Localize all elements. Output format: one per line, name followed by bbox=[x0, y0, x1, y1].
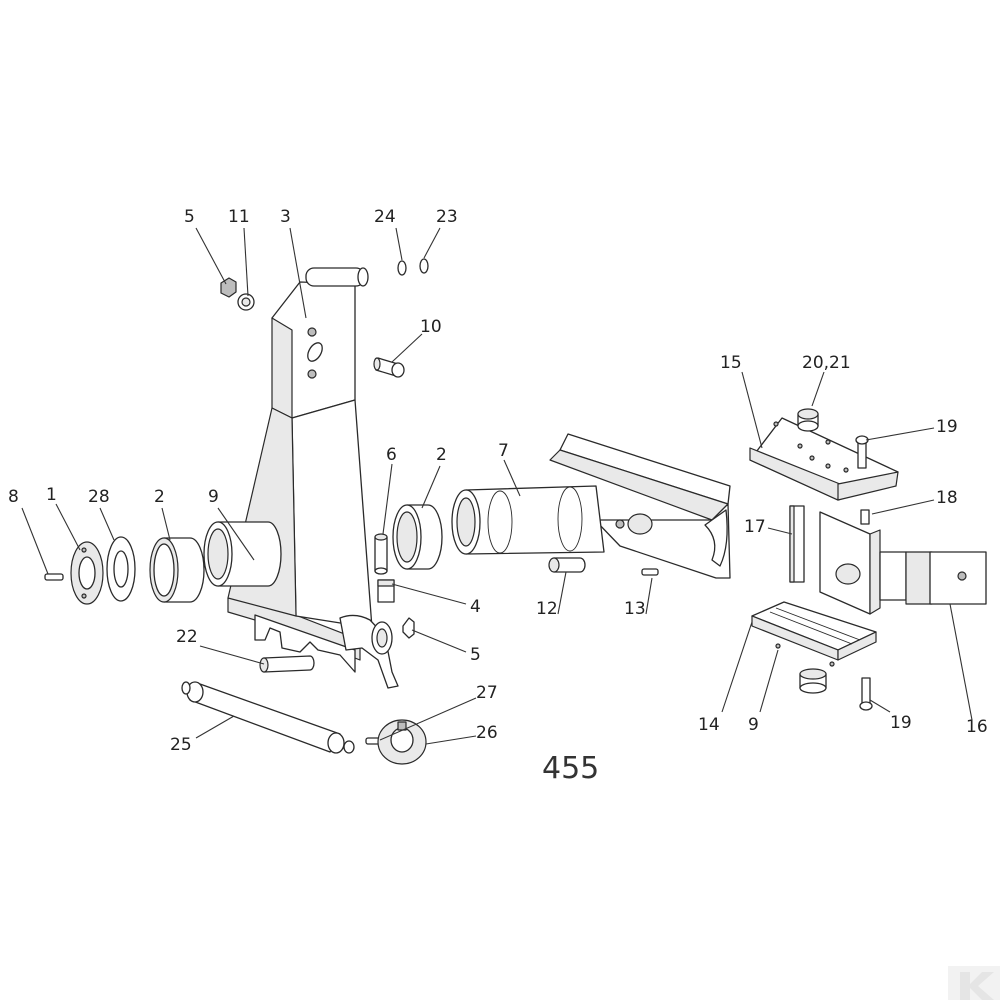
callout-22: 22 bbox=[176, 627, 198, 647]
callout-5-top: 5 bbox=[184, 207, 195, 227]
part-5-nut-lower bbox=[402, 617, 415, 639]
part-11-washer bbox=[237, 293, 255, 311]
part-9-tube-stub bbox=[203, 521, 282, 587]
figure-number: 455 bbox=[542, 751, 599, 786]
part-8-bolt bbox=[44, 573, 64, 581]
callout-13: 13 bbox=[624, 599, 646, 619]
callout-labels: 5 11 3 24 23 10 15 20,21 19 6 2 7 18 17 … bbox=[8, 207, 988, 755]
part-25-shaft bbox=[181, 681, 355, 754]
part-7-swivel-arm bbox=[451, 433, 731, 579]
callout-6: 6 bbox=[386, 445, 397, 465]
callout-5-lower: 5 bbox=[470, 645, 481, 665]
callout-24: 24 bbox=[374, 207, 396, 227]
part-16-clamp-body bbox=[819, 511, 987, 615]
callout-10: 10 bbox=[420, 317, 442, 337]
callout-11: 11 bbox=[228, 207, 250, 227]
callout-14: 14 bbox=[698, 715, 720, 735]
part-2-bushing-left bbox=[149, 537, 205, 603]
callout-23: 23 bbox=[436, 207, 458, 227]
callout-15: 15 bbox=[720, 353, 742, 373]
callout-9-left: 9 bbox=[208, 487, 219, 507]
part-19-bolt-top bbox=[855, 435, 869, 469]
part-6-sleeve bbox=[374, 533, 388, 575]
part-23-o-ring bbox=[419, 258, 429, 274]
part-26-collar bbox=[377, 719, 427, 765]
k-logo-watermark bbox=[948, 966, 1000, 1000]
part-13-screw bbox=[641, 568, 659, 576]
callout-27: 27 bbox=[476, 683, 498, 703]
part-12-pin bbox=[548, 557, 586, 573]
callout-9-right: 9 bbox=[748, 715, 759, 735]
part-9-bushing-right bbox=[799, 668, 827, 694]
callout-2-left: 2 bbox=[154, 487, 165, 507]
callout-1: 1 bbox=[46, 485, 57, 505]
part-1-flange bbox=[70, 541, 104, 605]
part-20-21-bushing bbox=[797, 408, 819, 432]
part-18-pin bbox=[860, 509, 870, 525]
callout-19-top: 19 bbox=[936, 417, 958, 437]
callout-16: 16 bbox=[966, 717, 988, 737]
callout-25: 25 bbox=[170, 735, 192, 755]
part-5-nut-top bbox=[220, 277, 237, 298]
callout-3: 3 bbox=[280, 207, 291, 227]
detail-marks bbox=[773, 421, 835, 667]
callout-2-right: 2 bbox=[436, 445, 447, 465]
part-24-o-ring bbox=[397, 260, 407, 276]
part-3-main-frame bbox=[227, 267, 399, 689]
part-22-pin bbox=[259, 655, 315, 673]
callout-7: 7 bbox=[498, 441, 509, 461]
part-15-upper-plate bbox=[749, 417, 899, 501]
callout-19-bottom: 19 bbox=[890, 713, 912, 733]
part-10-pin bbox=[373, 357, 405, 378]
part-17-bar bbox=[789, 505, 805, 583]
part-4-block bbox=[377, 579, 395, 603]
leader-lines bbox=[21, 227, 973, 745]
callout-28: 28 bbox=[88, 487, 110, 507]
part-2-bushing-right bbox=[392, 504, 443, 570]
part-19-bolt-bottom bbox=[859, 677, 873, 711]
callout-18: 18 bbox=[936, 488, 958, 508]
callout-12: 12 bbox=[536, 599, 558, 619]
callout-4: 4 bbox=[470, 597, 481, 617]
callout-20-21: 20,21 bbox=[802, 353, 851, 373]
callout-8: 8 bbox=[8, 487, 19, 507]
part-28-washer bbox=[106, 536, 136, 602]
callout-26: 26 bbox=[476, 723, 498, 743]
callout-17: 17 bbox=[744, 517, 766, 537]
part-14-lower-plate bbox=[751, 601, 877, 661]
